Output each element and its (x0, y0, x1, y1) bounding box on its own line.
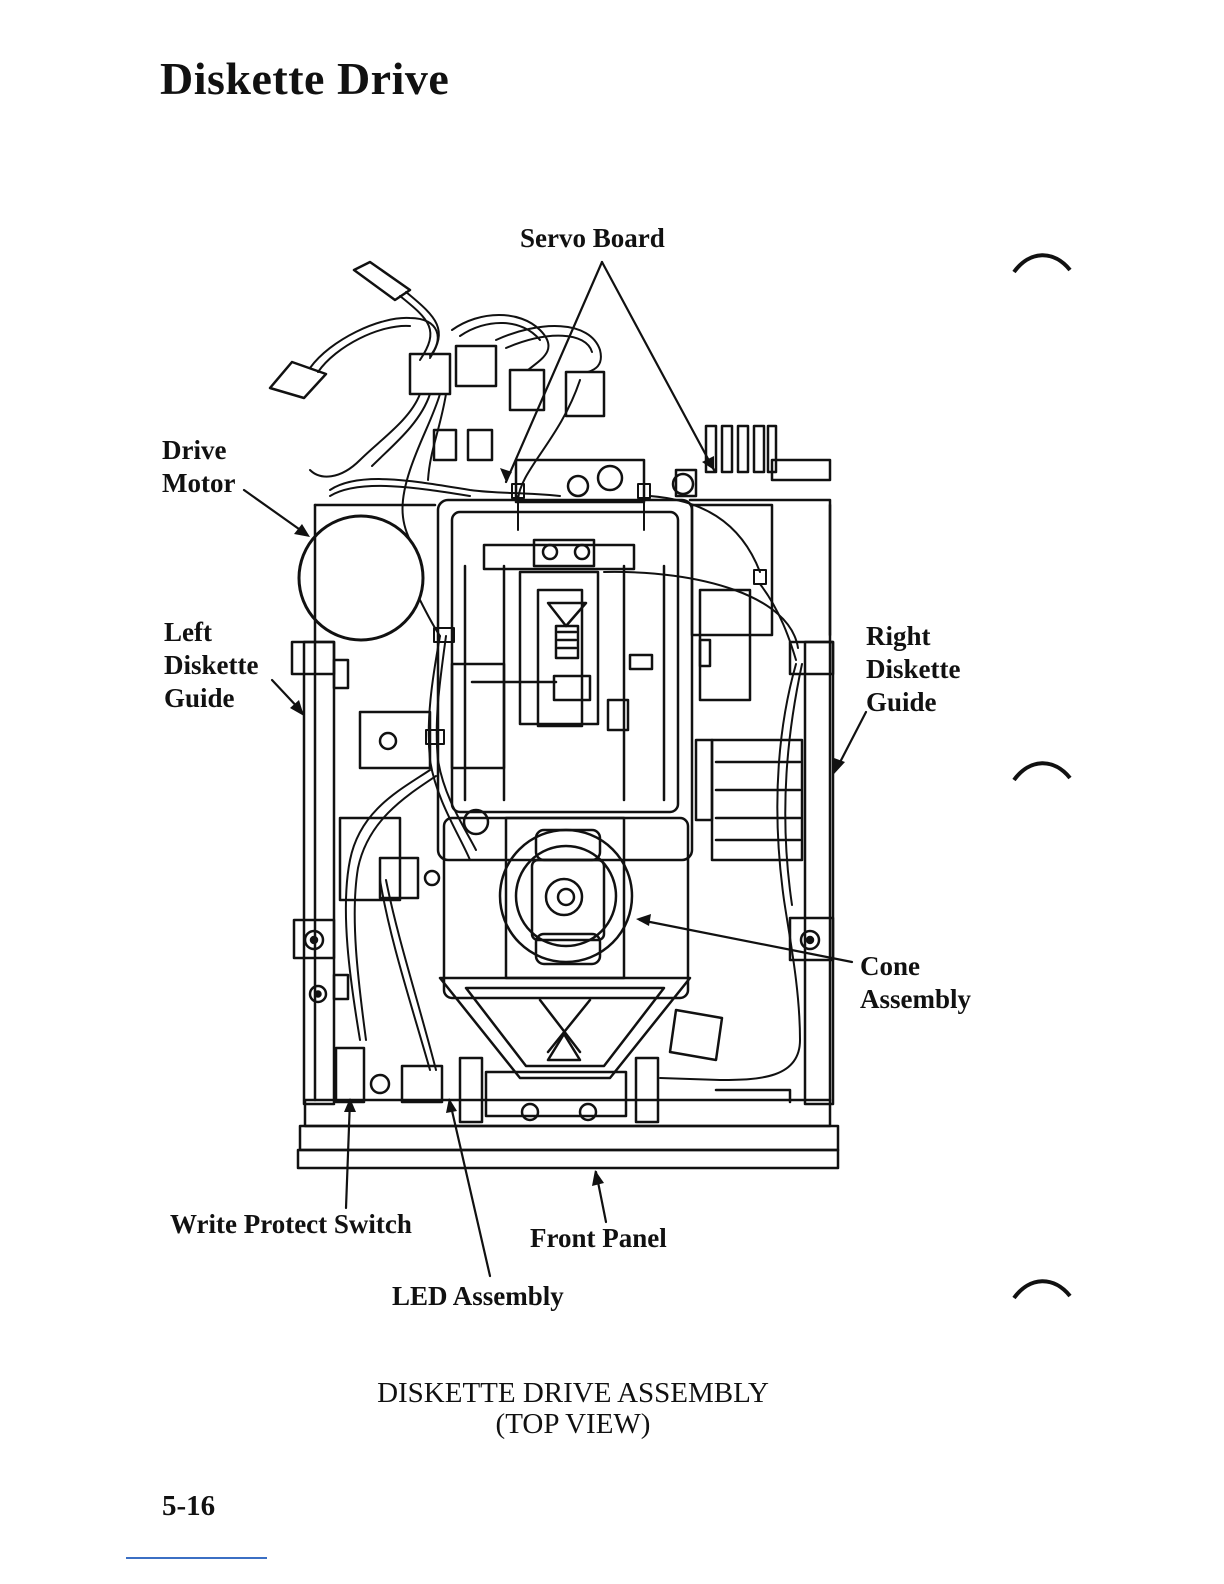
write-protect-switch-label: Write Protect Switch (170, 1208, 412, 1241)
label-line: Cone (860, 950, 971, 983)
cone-assembly (444, 810, 688, 998)
label-line: Guide (866, 686, 960, 719)
binder-hole-mark (1010, 758, 1074, 788)
drive-motor-leader (244, 490, 306, 534)
drive-motor (299, 516, 423, 640)
caption-line: (TOP VIEW) (300, 1409, 846, 1440)
led-assembly-label: LED Assembly (392, 1280, 564, 1313)
label-line: Motor (162, 467, 235, 500)
right-diskette-guide-label: Right Diskette Guide (866, 620, 960, 719)
label-line: Diskette (164, 649, 258, 682)
carriage-frame (438, 460, 693, 860)
right-diskette-guide (790, 642, 833, 1104)
leader-lines (244, 262, 866, 1276)
left-bracket (340, 712, 439, 900)
footer-rule (126, 1557, 267, 1559)
front-frame (440, 978, 690, 1120)
label-line: Diskette (866, 653, 960, 686)
figure-caption: DISKETTE DRIVE ASSEMBLY (TOP VIEW) (300, 1378, 846, 1440)
label-line: Left (164, 616, 258, 649)
servo-board-label: Servo Board (520, 222, 665, 255)
front-panel-label: Front Panel (530, 1222, 667, 1255)
servo-board-leader-right (602, 262, 714, 470)
page-number: 5-16 (162, 1490, 215, 1523)
led-assembly-leader (450, 1102, 490, 1276)
label-line: Guide (164, 682, 258, 715)
label-line: Drive (162, 434, 235, 467)
caption-line: DISKETTE DRIVE ASSEMBLY (300, 1378, 846, 1409)
servo-board-heatsink (706, 426, 776, 472)
label-line: Right (866, 620, 960, 653)
drive-motor-label: Drive Motor (162, 434, 235, 500)
label-line: Assembly (860, 983, 971, 1016)
write-protect-leader (346, 1100, 350, 1208)
left-diskette-guide-label: Left Diskette Guide (164, 616, 258, 715)
cone-assembly-label: Cone Assembly (860, 950, 971, 1016)
binder-hole-mark (1010, 250, 1074, 280)
binder-hole-mark (1010, 1276, 1074, 1306)
right-structure (676, 460, 830, 860)
